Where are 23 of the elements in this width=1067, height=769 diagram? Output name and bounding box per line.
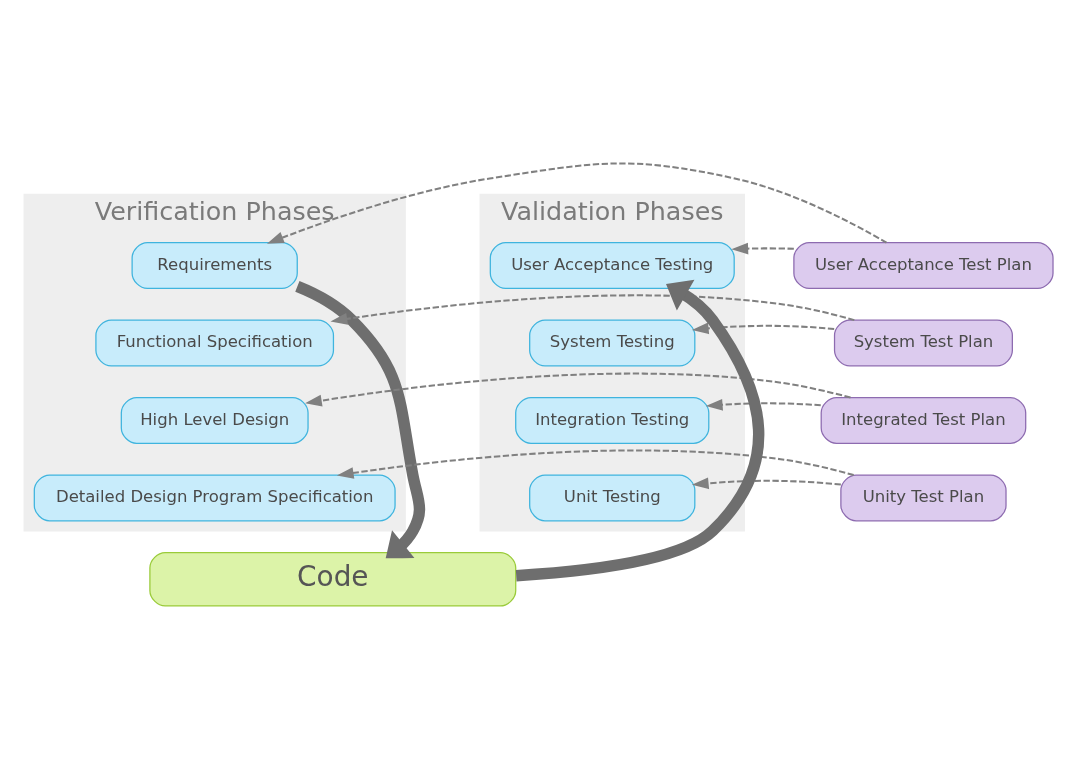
arrow xyxy=(731,242,794,255)
arrow xyxy=(295,281,426,559)
arrow xyxy=(330,294,855,325)
node-box: System Testing xyxy=(529,319,696,367)
arrow xyxy=(691,322,835,335)
node-box: User Acceptance Testing xyxy=(489,242,735,289)
node-box: System Test Plan xyxy=(833,319,1013,367)
node-box: Unity Test Plan xyxy=(840,474,1007,522)
arrow xyxy=(691,477,841,490)
node-box: Code xyxy=(149,551,517,607)
node-box: User Acceptance Test Plan xyxy=(793,242,1054,289)
arrow xyxy=(336,449,854,479)
node-box: Functional Specification xyxy=(95,319,335,367)
arrow xyxy=(266,162,887,244)
node-box: Integration Testing xyxy=(515,396,710,444)
arrow xyxy=(305,372,851,407)
node-box: Unit Testing xyxy=(529,474,696,522)
node-box: Detailed Design Program Specification xyxy=(33,474,396,522)
node-box: Requirements xyxy=(131,242,298,289)
node-box: Integrated Test Plan xyxy=(820,396,1027,444)
arrow xyxy=(705,398,821,411)
arrow xyxy=(515,279,765,582)
node-box: High Level Design xyxy=(120,396,309,444)
